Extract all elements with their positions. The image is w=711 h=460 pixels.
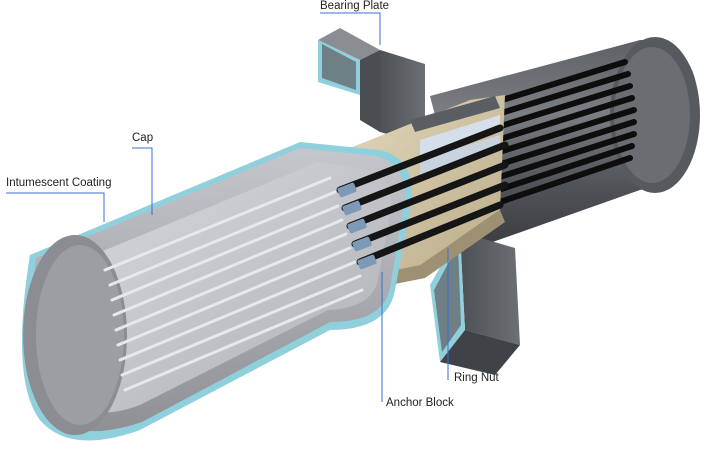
bearing-plate-lower [430, 232, 520, 375]
wedges [336, 124, 509, 270]
leader-bearing-plate [320, 12, 381, 45]
strand-tails [103, 176, 364, 392]
bearing-plate-label: Bearing Plate [320, 0, 390, 12]
leader-lines [6, 12, 449, 402]
cap-label: Cap [132, 132, 154, 144]
anchor-block-label: Anchor Block [386, 397, 454, 409]
intumescent-coating-label: Intumescent Coating [6, 177, 112, 189]
ring-nut-label: Ring Nut [454, 372, 499, 384]
leader-cap [132, 147, 153, 215]
bearing-plate-shape [318, 28, 425, 145]
leader-intumescent-coating [6, 192, 105, 222]
strand-bundle [467, 59, 637, 209]
